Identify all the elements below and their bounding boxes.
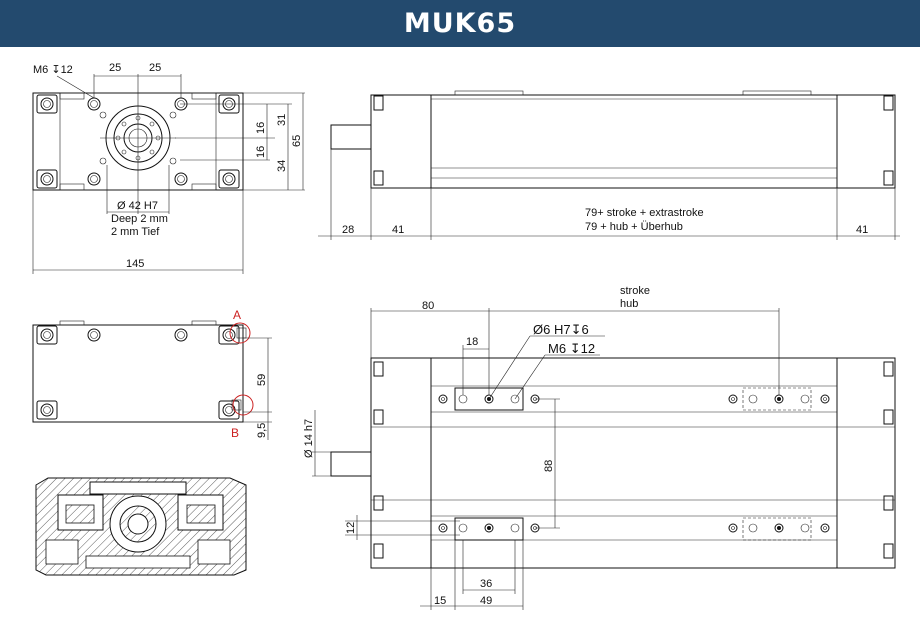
dim-49: 49 <box>480 595 492 607</box>
dim-18: 18 <box>466 336 478 348</box>
stroke-en: stroke <box>620 285 650 297</box>
dim-41-right: 41 <box>856 224 868 236</box>
dim-31: 31 <box>276 114 288 126</box>
end-body-outline <box>32 324 244 423</box>
length-de: 79 + hub + Überhub <box>585 221 683 233</box>
dim-65: 65 <box>291 135 303 147</box>
bore-label: Ø 42 H7 <box>117 200 158 212</box>
dim-59: 59 <box>256 374 268 386</box>
dim-16-top: 16 <box>255 122 267 134</box>
dim-88: 88 <box>543 460 555 472</box>
top-shaft <box>330 451 372 477</box>
front-view: M6 ↧12 25 25 16 16 31 34 65 Ø 42 H7 Deep… <box>32 62 305 274</box>
dim-12: 12 <box>345 522 357 534</box>
section-view <box>35 477 247 576</box>
dim-25-right: 25 <box>149 62 161 74</box>
dim-16-bottom: 16 <box>255 146 267 158</box>
dim-34: 34 <box>276 160 288 172</box>
stroke-de: hub <box>620 298 638 310</box>
dim-36: 36 <box>480 578 492 590</box>
technical-drawing: M6 ↧12 25 25 16 16 31 34 65 Ø 42 H7 Deep… <box>32 62 900 610</box>
top-thread-label: M6 ↧12 <box>548 341 595 356</box>
dim-15: 15 <box>434 595 446 607</box>
dim-41-left: 41 <box>392 224 404 236</box>
shaft-dia: Ø 14 h7 <box>303 419 315 458</box>
dim-80: 80 <box>422 300 434 312</box>
side-view: 28 41 41 79+ stroke + extrastroke 79 + h… <box>318 90 900 240</box>
dim-145: 145 <box>126 258 144 270</box>
dim-25-left: 25 <box>109 62 121 74</box>
top-view: 80 stroke hub 18 Ø6 H7↧6 M6 ↧12 88 12 Ø … <box>303 285 896 610</box>
end-view: A B 59 9,5 <box>32 308 272 440</box>
length-en: 79+ stroke + extrastroke <box>585 207 704 219</box>
side-body-outline <box>370 94 896 189</box>
detail-b-circle <box>232 394 254 416</box>
front-thread-label: M6 ↧12 <box>33 64 73 76</box>
depth-en: Deep 2 mm <box>111 213 168 225</box>
top-body-outline <box>370 357 896 569</box>
detail-a-circle <box>229 322 251 344</box>
title-bar: MUK65 <box>0 0 920 47</box>
depth-de: 2 mm Tief <box>111 226 160 238</box>
label-a: A <box>233 308 241 322</box>
label-b: B <box>231 426 239 440</box>
dim-28: 28 <box>342 224 354 236</box>
side-shaft <box>330 124 372 150</box>
pin-hole-label: Ø6 H7↧6 <box>533 322 589 337</box>
dim-9-5: 9,5 <box>256 423 268 438</box>
page-title: MUK65 <box>403 8 517 39</box>
